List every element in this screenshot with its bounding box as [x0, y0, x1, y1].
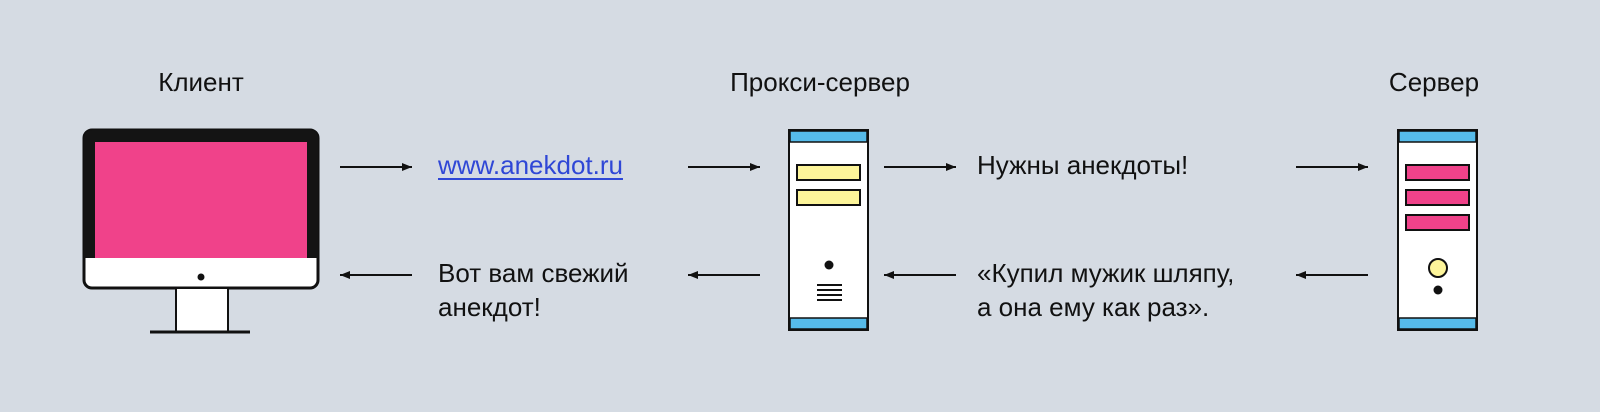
- server-response-line1: «Купил мужик шляпу,: [977, 258, 1235, 288]
- request-url-link[interactable]: www.anekdot.ru: [438, 150, 623, 180]
- client-label: Клиент: [158, 67, 244, 97]
- proxy-label: Прокси-сервер: [730, 67, 910, 97]
- server-response-line2: а она ему как раз».: [977, 292, 1210, 322]
- server-label: Сервер: [1388, 67, 1480, 97]
- proxy-request-text: Нужны анекдоты!: [977, 150, 1189, 180]
- client-monitor-icon: [82, 128, 320, 334]
- proxy-server-icon: [788, 129, 869, 331]
- server-icon: [1397, 129, 1478, 331]
- proxy-response-line2: анекдот!: [438, 292, 541, 322]
- proxy-response-line1: Вот вам свежий: [438, 258, 629, 288]
